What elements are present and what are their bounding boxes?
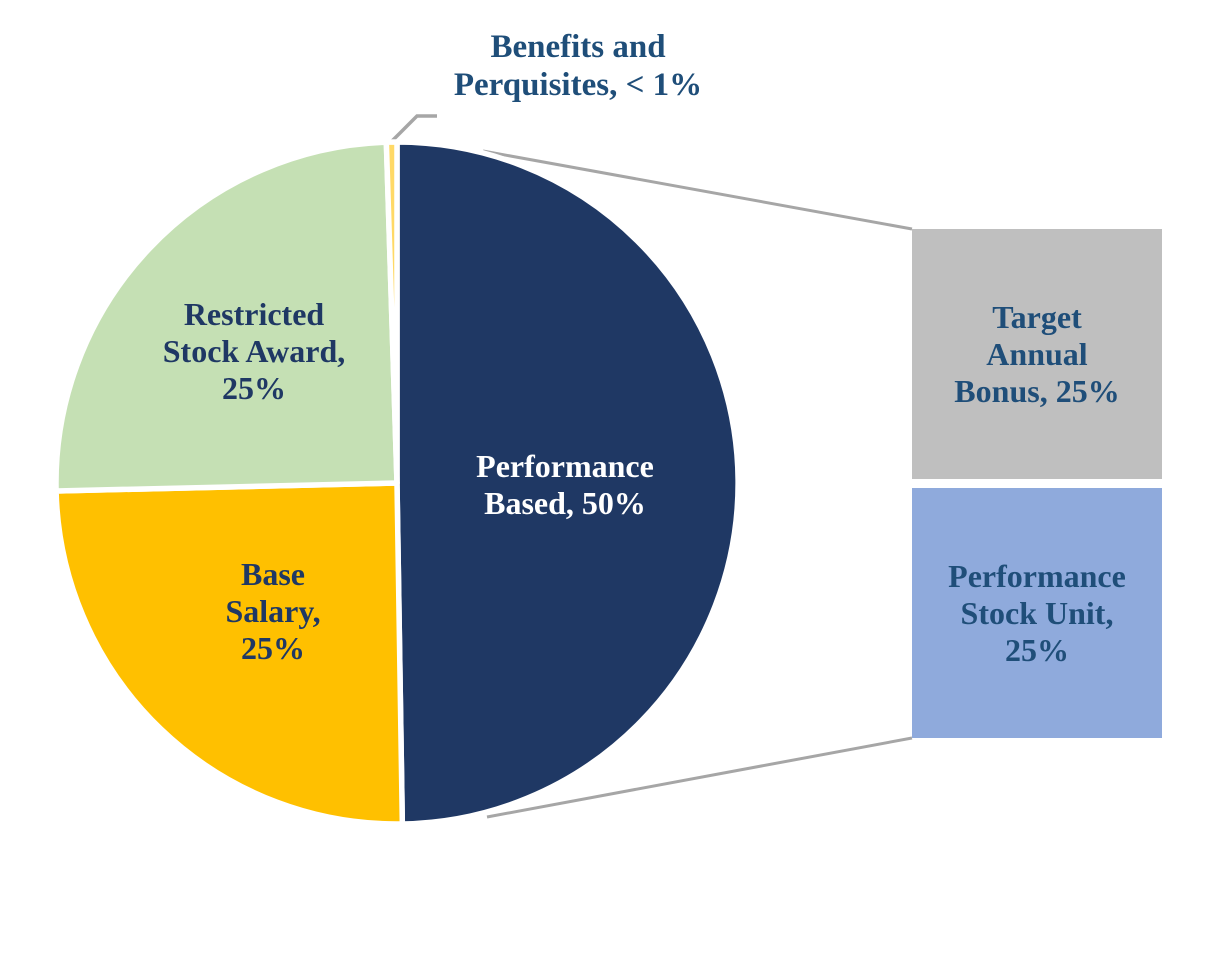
psu-label-line-1: Performance <box>948 557 1126 594</box>
breakout-connector-line-bottom <box>486 736 913 819</box>
restricted-label-line-2: Stock Award, <box>162 333 346 369</box>
performance-stock-unit-box: Performance Stock Unit, 25% <box>912 488 1162 738</box>
restricted-label-line-1: Restricted <box>183 296 325 332</box>
base-salary-label-line-1: Base <box>241 556 305 592</box>
performance-based-slice-label: Performance Based, 50% <box>395 448 735 522</box>
benefits-label-line-2: Perquisites, < 1% <box>453 67 703 103</box>
pie-slice-restricted-stock-award <box>53 139 400 494</box>
psu-label-line-2: Stock Unit, <box>960 594 1114 631</box>
pie-slice-performance-based <box>394 139 741 827</box>
target-annual-bonus-box: Target Annual Bonus, 25% <box>912 229 1162 479</box>
performance-label-line-2: Based, 50% <box>484 485 646 521</box>
target-bonus-label-line-3: Bonus, 25% <box>954 372 1120 409</box>
base-salary-label-line-2: Salary, <box>225 593 321 629</box>
benefits-leader-line <box>390 114 437 143</box>
benefits-label-line-1: Benefits and <box>490 29 666 65</box>
pie-slice-base-salary <box>53 480 406 827</box>
target-bonus-label-line-2: Annual <box>986 335 1088 372</box>
restricted-stock-award-slice-label: Restricted Stock Award, 25% <box>104 296 404 407</box>
base-salary-slice-label: Base Salary, 25% <box>123 556 423 667</box>
performance-label-line-1: Performance <box>476 448 654 484</box>
restricted-label-line-3: 25% <box>222 370 286 406</box>
benefits-perquisites-slice-label: Benefits and Perquisites, < 1% <box>398 28 758 104</box>
target-annual-bonus-label: Target Annual Bonus, 25% <box>954 299 1119 410</box>
performance-stock-unit-label: Performance Stock Unit, 25% <box>948 558 1126 669</box>
connector-lines <box>390 114 913 819</box>
pie-slice-benefits-and-perquisites <box>383 139 400 486</box>
pie-slices-group <box>53 139 741 827</box>
target-bonus-label-line-1: Target <box>992 298 1082 335</box>
base-salary-label-line-3: 25% <box>241 630 305 666</box>
breakout-connector-line-top <box>482 149 913 231</box>
psu-label-line-3: 25% <box>1004 631 1069 668</box>
